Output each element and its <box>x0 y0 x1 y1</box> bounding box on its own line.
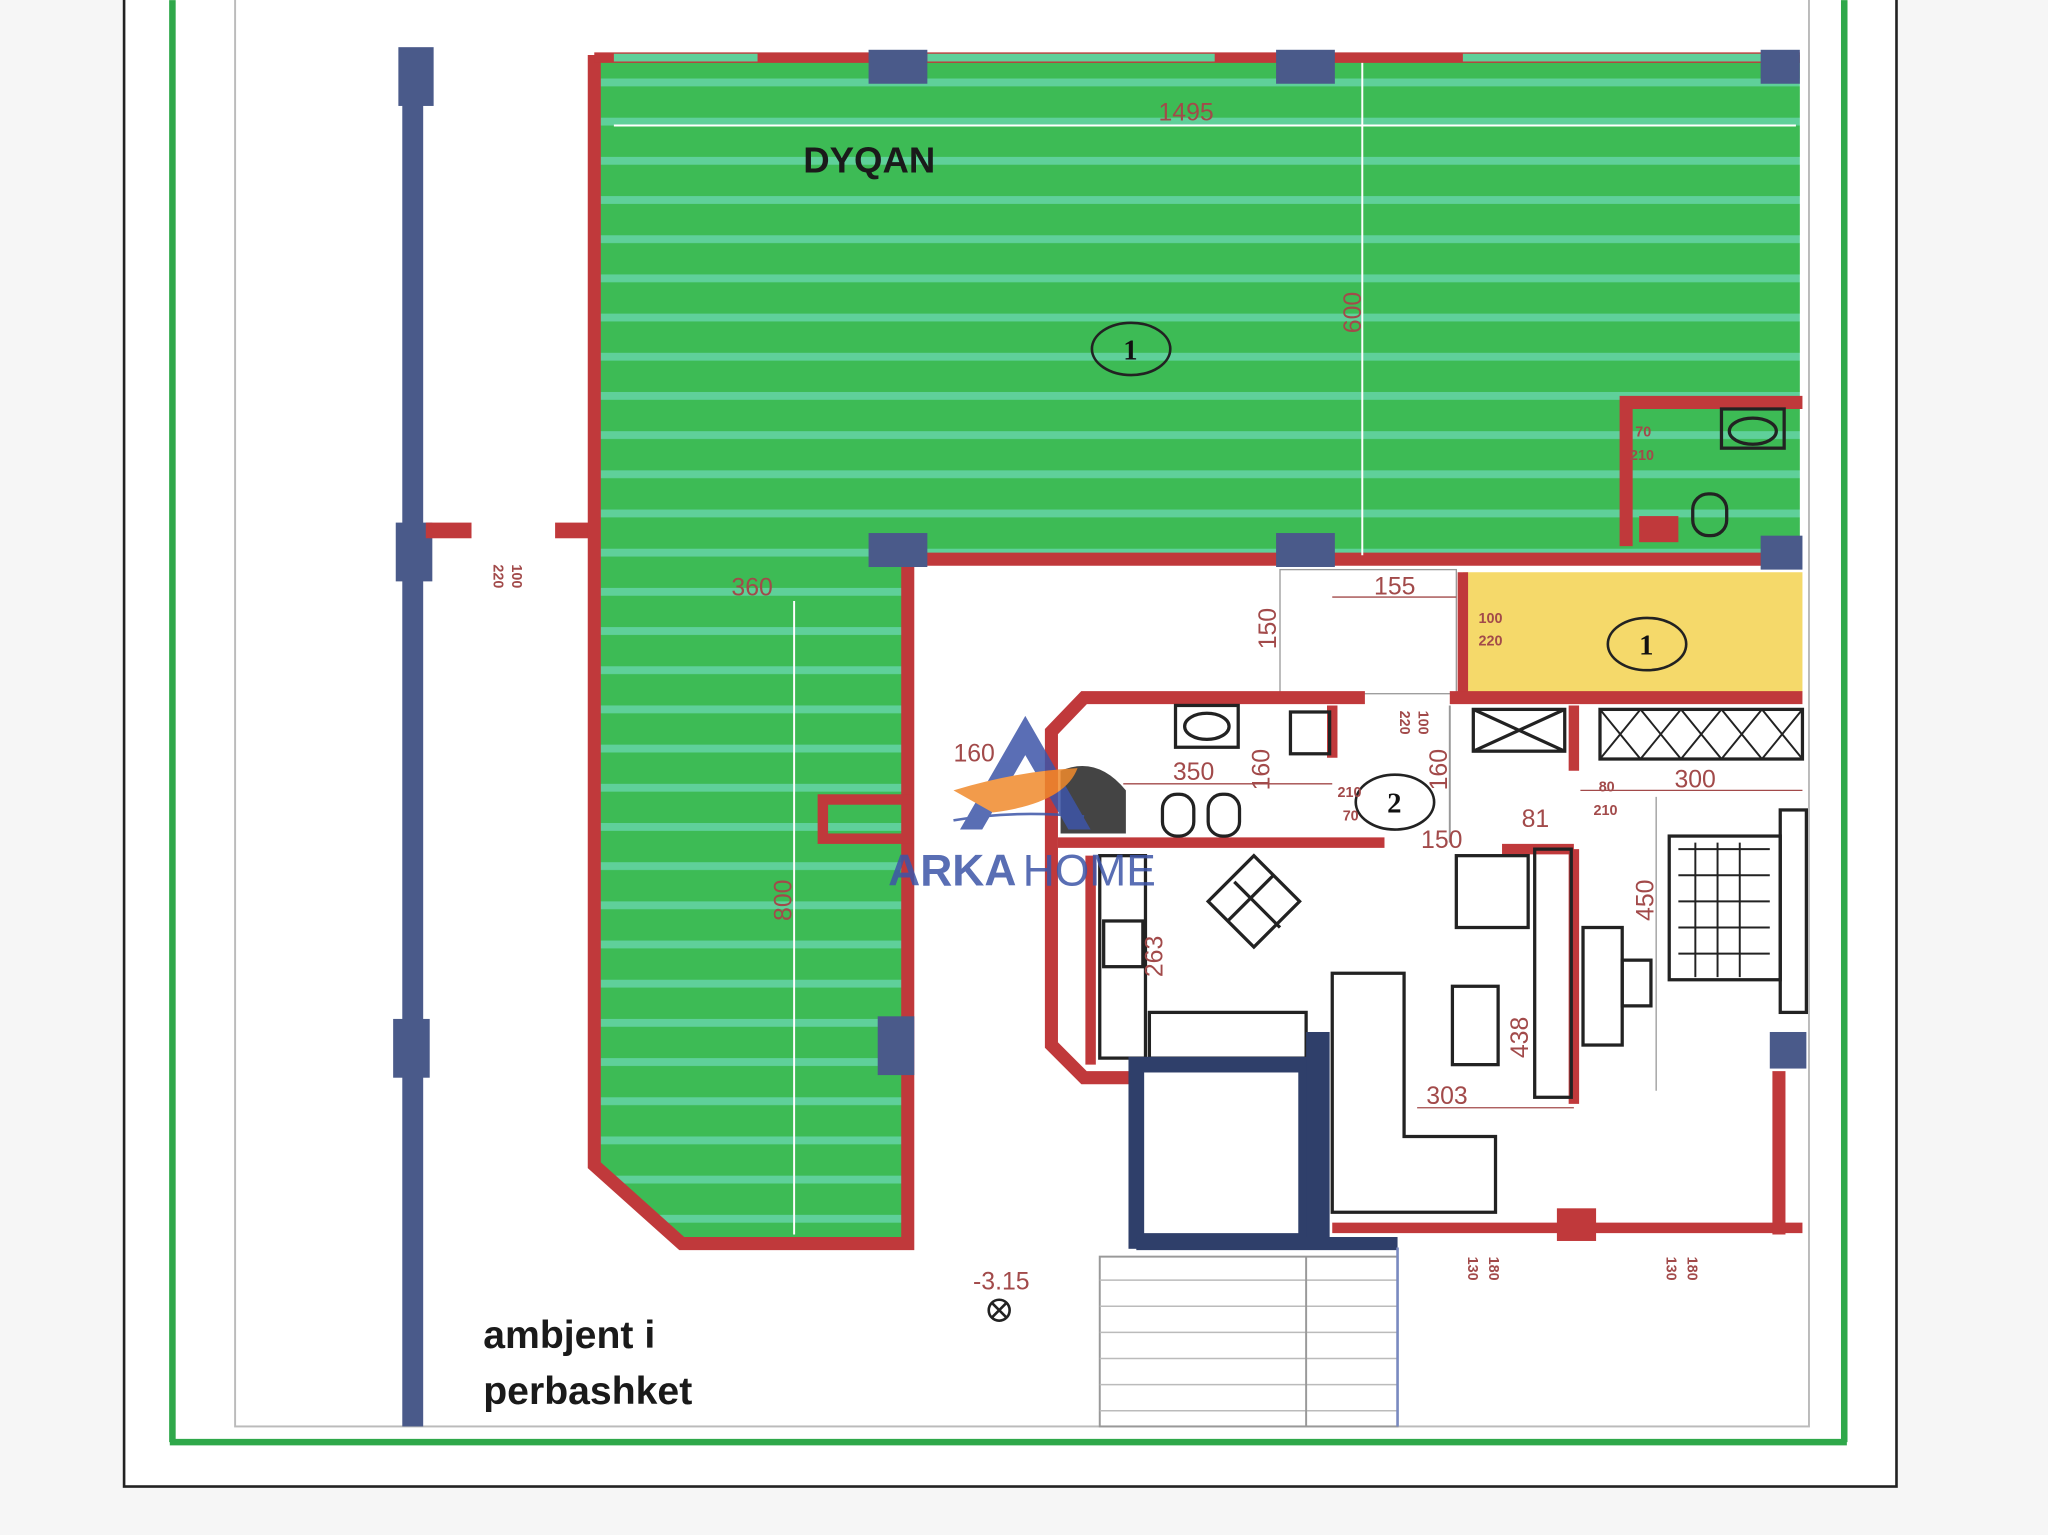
level-marker-icon <box>987 1298 1011 1322</box>
dim-155: 155 <box>1374 573 1415 600</box>
yellow-room <box>1462 572 1803 693</box>
sink-icon <box>1719 407 1786 450</box>
wardrobe-icon <box>1471 707 1567 753</box>
sink-icon <box>1173 703 1240 749</box>
kitchen-counter <box>1098 854 1148 1060</box>
toilet-icon <box>1691 492 1729 538</box>
shop-label: DYQAN <box>803 140 935 181</box>
dim-350: 350 <box>1173 759 1214 786</box>
opening-width: 100 <box>1414 711 1430 735</box>
common-area-label: ambjent i <box>483 1314 655 1357</box>
dim-1495: 1495 <box>1159 99 1214 126</box>
window-height: 180 <box>1684 1257 1700 1281</box>
opening-width: 100 <box>1479 611 1503 627</box>
opening-width: 70 <box>1635 424 1651 440</box>
column-wall <box>402 49 424 1427</box>
dim-600: 600 <box>1340 292 1367 333</box>
common-area-label-2: perbashket <box>483 1370 692 1413</box>
wardrobe-icon <box>1598 707 1805 761</box>
dim-360: 360 <box>731 575 772 602</box>
opening-height: 220 <box>1479 633 1503 649</box>
dim-303: 303 <box>1426 1083 1467 1110</box>
window-height: 180 <box>1485 1257 1501 1281</box>
sofa-icon <box>1330 971 1498 1214</box>
logo-text-home: HOME <box>1023 847 1156 896</box>
opening-height: 220 <box>1396 711 1412 735</box>
opening-width: 80 <box>1599 780 1615 796</box>
coffee-table <box>1450 984 1500 1067</box>
opening-height: 210 <box>1593 803 1617 819</box>
opening-height: 210 <box>1337 785 1361 801</box>
toilet-icon <box>1160 792 1196 838</box>
stove-icon <box>1102 919 1145 969</box>
level-label: -3.15 <box>973 1268 1030 1295</box>
opening-height: 210 <box>1630 448 1654 464</box>
heater-icon <box>1288 710 1332 756</box>
armchair-icon <box>1454 854 1530 930</box>
dim-800: 800 <box>771 880 798 921</box>
dining-table-icon <box>1205 853 1302 950</box>
room-number-shop: 1 <box>1123 334 1137 366</box>
shop-area <box>594 55 1800 1244</box>
staircase <box>1098 1247 1399 1428</box>
dim-81: 81 <box>1522 806 1550 833</box>
dim-450: 450 <box>1633 880 1660 921</box>
bidet-icon <box>1206 792 1242 838</box>
window-width: 130 <box>1464 1257 1480 1281</box>
dim-438: 438 <box>1507 1017 1534 1058</box>
logo-text-arka: ARKA <box>888 847 1016 896</box>
dim-150-b: 150 <box>1421 827 1462 854</box>
window-width: 130 <box>1663 1257 1679 1281</box>
dim-160: 160 <box>953 741 994 768</box>
dim-300: 300 <box>1674 767 1715 794</box>
dim-160-c: 160 <box>1426 749 1453 790</box>
dim-263: 263 <box>1141 936 1168 977</box>
opening-height: 220 <box>490 564 506 588</box>
dim-150: 150 <box>1255 608 1282 649</box>
tv-cabinet <box>1533 847 1573 1099</box>
room-number-bath: 2 <box>1387 788 1401 820</box>
opening-width: 70 <box>1343 808 1359 824</box>
opening-width: 100 <box>508 564 524 588</box>
arkahome-logo: ARKA HOME <box>888 715 1156 896</box>
dim-160-b: 160 <box>1249 749 1276 790</box>
room-number-yellow: 1 <box>1639 630 1653 662</box>
